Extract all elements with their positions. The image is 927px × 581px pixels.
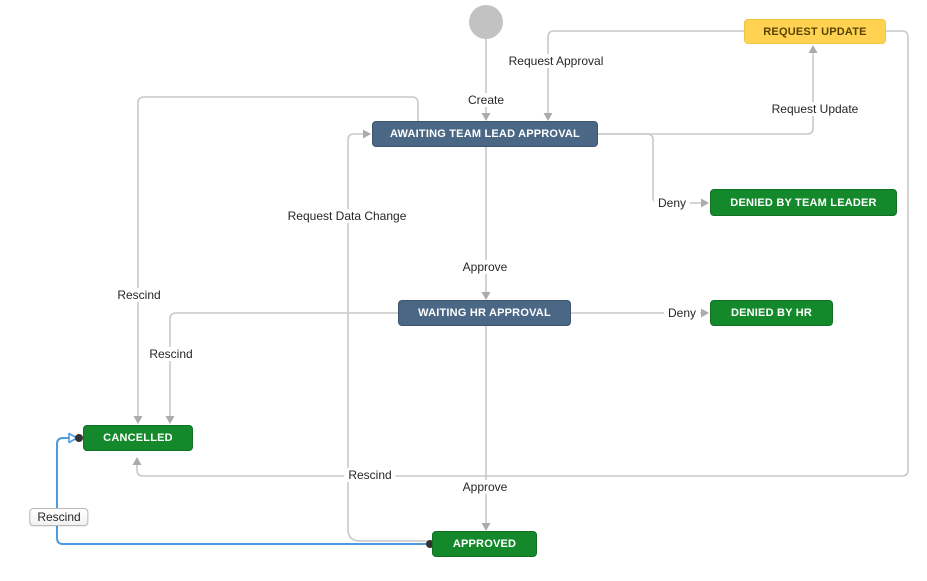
status-node-denied-by-team-leader[interactable]: DENIED BY TEAM LEADER — [710, 189, 897, 216]
arrow-right-icon — [701, 308, 709, 318]
status-node-awaiting-team-lead-approval[interactable]: AWAITING TEAM LEAD APPROVAL — [372, 121, 598, 147]
arrow-right-icon — [701, 198, 709, 208]
transition-label-rescind-selected[interactable]: Rescind — [29, 508, 89, 526]
status-node-cancelled[interactable]: CANCELLED — [83, 425, 193, 451]
transition-label-request-data-change[interactable]: Request Data Change — [283, 209, 411, 223]
arrow-up-icon — [132, 457, 142, 465]
transition-label-rescind-hr[interactable]: Rescind — [145, 347, 197, 361]
transition-line-rescind-hr[interactable] — [169, 312, 398, 417]
arrow-right-icon — [363, 129, 371, 139]
transition-line-rescind-request-update[interactable] — [136, 30, 909, 477]
transition-label-rescind-awaiting[interactable]: Rescind — [113, 288, 165, 302]
transition-label-rescind-request-update[interactable]: Rescind — [344, 468, 396, 482]
arrow-down-icon — [481, 292, 491, 300]
status-node-denied-by-hr[interactable]: DENIED BY HR — [710, 300, 833, 326]
arrow-down-icon — [165, 416, 175, 424]
transition-line-rescind-selected[interactable] — [56, 437, 430, 545]
transition-label-deny-hr[interactable]: Deny — [663, 306, 701, 320]
status-node-request-update[interactable]: REQUEST UPDATE — [744, 19, 886, 44]
transition-label-deny-team-lead[interactable]: Deny — [653, 196, 691, 210]
transition-label-request-update[interactable]: Request Update — [767, 102, 863, 116]
status-node-waiting-hr-approval[interactable]: WAITING HR APPROVAL — [398, 300, 571, 326]
arrow-right-open-icon — [68, 432, 78, 444]
arrow-down-icon — [481, 113, 491, 121]
arrow-down-icon — [481, 523, 491, 531]
target-anchor-dot[interactable] — [75, 434, 83, 442]
transition-line-request-data-change[interactable] — [347, 133, 430, 542]
arrow-down-icon — [543, 113, 553, 121]
arrow-down-icon — [133, 416, 143, 424]
status-node-approved[interactable]: APPROVED — [432, 531, 537, 557]
transition-label-create[interactable]: Create — [463, 93, 509, 107]
transition-line-request-update[interactable] — [598, 52, 814, 135]
transition-label-request-approval[interactable]: Request Approval — [504, 54, 608, 68]
transition-label-approve-to-approved[interactable]: Approve — [458, 480, 512, 494]
transition-label-approve-to-hr[interactable]: Approve — [458, 260, 512, 274]
arrow-up-icon — [808, 45, 818, 53]
start-node[interactable] — [469, 5, 503, 39]
transition-line-deny-team-lead[interactable] — [598, 133, 701, 204]
transition-line-rescind-awaiting[interactable] — [137, 96, 419, 417]
transition-line-request-approval[interactable] — [547, 30, 744, 114]
